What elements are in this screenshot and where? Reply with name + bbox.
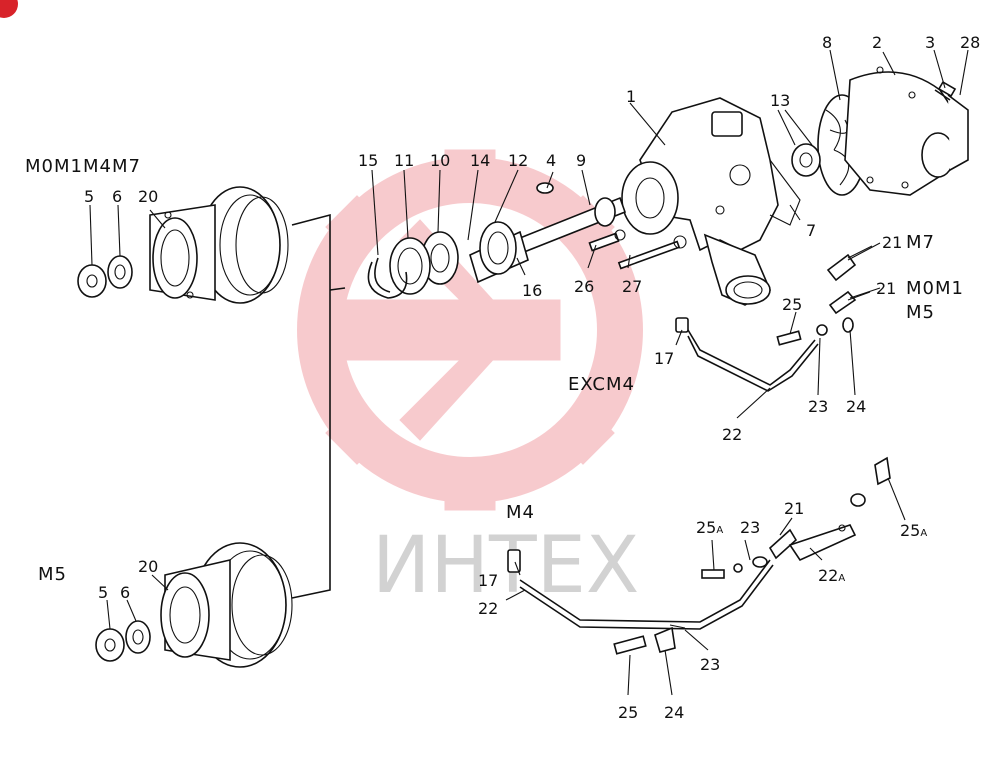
part-label-11: 11 [394, 151, 414, 170]
part-label-25-upper: 25 [782, 295, 802, 314]
part-label-17-lower: 17 [478, 571, 498, 590]
part-label-9: 9 [576, 151, 586, 170]
tube-22-lower [507, 456, 891, 655]
part-label-23-upper: 23 [808, 397, 828, 416]
lower-pulley [95, 542, 293, 668]
part-label-20-upper: 20 [138, 187, 158, 206]
model-label-m5-left: M5 [38, 564, 67, 585]
part-label-28: 28 [960, 33, 980, 52]
part-label-21-m0m1: 21 [876, 279, 896, 298]
part-label-15: 15 [358, 151, 378, 170]
part-label-20-lower: 20 [138, 557, 158, 576]
part-label-25-lower: 25 [618, 703, 638, 722]
upper-pulley [77, 186, 289, 304]
part-label-14: 14 [470, 151, 490, 170]
part-label-4: 4 [546, 151, 556, 170]
part-label-5-upper: 5 [84, 187, 94, 206]
model-label-m7: M7 [906, 232, 935, 253]
shaft-assembly [367, 182, 627, 299]
part-label-27: 27 [622, 277, 642, 296]
model-label-m4: M4 [506, 502, 535, 523]
part-label-16: 16 [522, 281, 542, 300]
part-label-7: 7 [806, 221, 816, 240]
part-label-24-lower: 24 [664, 703, 684, 722]
badge-icon [0, 0, 18, 18]
part-label-5-lower: 5 [98, 583, 108, 602]
model-label-m5-right: M5 [906, 302, 935, 323]
part-label-1: 1 [626, 87, 636, 106]
part-label-24-upper: 24 [846, 397, 866, 416]
part-label-21-m7: 21 [882, 233, 902, 252]
alternate-bracket [291, 213, 331, 599]
part-label-22-upper: 22 [722, 425, 742, 444]
part-label-12: 12 [508, 151, 528, 170]
part-label-25a-right: 25A [900, 521, 927, 540]
part-label-8: 8 [822, 33, 832, 52]
part-label-2: 2 [872, 33, 882, 52]
part-label-10: 10 [430, 151, 450, 170]
part-label-6-lower: 6 [120, 583, 130, 602]
watermark-logo-icon [297, 149, 643, 511]
leader-lines [89, 49, 969, 696]
bolts-26-27 [588, 229, 687, 270]
cover-plate [844, 66, 969, 196]
part-label-26: 26 [574, 277, 594, 296]
part-label-23-lower: 23 [700, 655, 720, 674]
model-label-m0m1m4m7: M0M1M4M7 [25, 156, 141, 177]
part-label-21-lower: 21 [784, 499, 804, 518]
watermark-text: ИНТЕХ [372, 521, 639, 611]
part-label-25a-left: 25A [696, 518, 723, 537]
tube-22-upper [675, 242, 881, 392]
part-label-6-upper: 6 [112, 187, 122, 206]
part-label-17-upper: 17 [654, 349, 674, 368]
pump-housing [621, 97, 801, 306]
part-label-3: 3 [925, 33, 935, 52]
part-label-22-lower: 22 [478, 599, 498, 618]
part-label-23-middle: 23 [740, 518, 760, 537]
model-label-excm4: EXCM4 [568, 374, 635, 395]
part-label-13: 13 [770, 91, 790, 110]
part-label-22a: 22A [818, 566, 845, 585]
model-label-m0m1: M0M1 [906, 278, 964, 299]
